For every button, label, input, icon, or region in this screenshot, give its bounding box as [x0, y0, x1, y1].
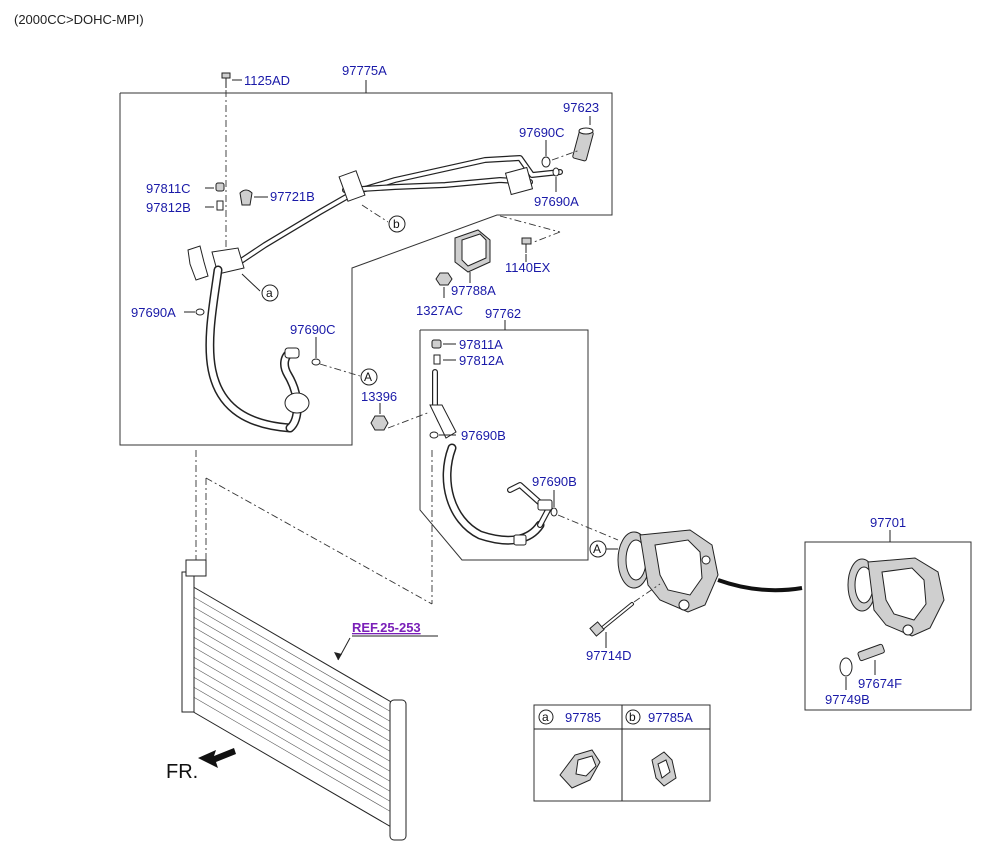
bracket-97785-icon: [559, 749, 601, 789]
label-97623[interactable]: 97623: [563, 100, 599, 115]
legend-a-badge: [538, 709, 554, 725]
bolt-97714D-icon: [589, 602, 634, 637]
o-ring-97749B-icon: [839, 657, 853, 677]
legend-b-letter: b: [629, 710, 636, 724]
label-13396[interactable]: 13396: [361, 389, 397, 404]
compressor-assembly-icon: [847, 557, 945, 637]
suction-hose: [205, 265, 310, 433]
callout-a[interactable]: [261, 284, 279, 302]
label-97690C-top[interactable]: 97690C: [519, 125, 565, 140]
label-97749B[interactable]: 97749B: [825, 692, 870, 707]
front-direction-label: FR.: [166, 761, 198, 783]
o-ring-97690B-a-icon: [429, 431, 439, 439]
callout-a-letter: a: [266, 286, 273, 300]
label-97690B-b[interactable]: 97690B: [532, 474, 577, 489]
callout-b[interactable]: [388, 215, 406, 233]
valve-97623-icon: [572, 127, 594, 162]
label-97811C[interactable]: 97811C: [146, 181, 191, 196]
bolt-1125AD-icon: [221, 72, 231, 88]
callout-A-upper[interactable]: [360, 368, 378, 386]
compressor-icon: [617, 529, 719, 613]
label-97690A-left[interactable]: 97690A: [131, 305, 176, 320]
condenser-icon: [181, 559, 407, 841]
o-ring-97690A-left-icon: [195, 308, 205, 316]
legend-table: a 97785 b 97785A: [533, 704, 711, 802]
label-97812A[interactable]: 97812A: [459, 353, 504, 368]
valve-core-97812A-icon: [433, 354, 441, 365]
label-97762[interactable]: 97762: [485, 306, 521, 321]
valve-core-97812B-icon: [216, 200, 224, 211]
o-ring-97690A-right-icon: [552, 167, 560, 177]
detail-box-97701: [804, 541, 972, 711]
legend-a-part[interactable]: 97785: [565, 710, 601, 725]
legend-a-letter: a: [542, 710, 549, 724]
discharge-hose: [429, 369, 553, 546]
ref-link-25-253[interactable]: REF.25-253: [352, 620, 421, 635]
label-97690B-a[interactable]: 97690B: [461, 428, 506, 443]
label-97721B[interactable]: 97721B: [270, 189, 315, 204]
engine-spec-text: (2000CC>DOHC-MPI): [14, 12, 144, 27]
cap-97811A-icon: [431, 339, 442, 349]
o-ring-97690B-b-icon: [550, 507, 558, 517]
legend-b-badge: [625, 709, 641, 725]
nut-1327AC-icon: [435, 272, 453, 286]
label-1125AD[interactable]: 1125AD: [244, 73, 290, 88]
sensor-97721B-icon: [239, 189, 253, 206]
o-ring-97690C-icon: [541, 156, 551, 168]
assembly-box-97762: [419, 329, 589, 561]
assembly-box-97775A: [119, 92, 613, 446]
detail-link-band: [717, 578, 803, 593]
cap-97811C-icon: [215, 182, 225, 192]
label-97714D[interactable]: 97714D: [586, 648, 632, 663]
suction-pipe: [232, 155, 563, 268]
bracket-97785A-icon: [651, 751, 677, 787]
nut-13396-icon: [370, 415, 389, 431]
o-ring-97690C-mid-icon: [311, 358, 321, 366]
relief-valve-97674F-icon: [857, 643, 885, 662]
callout-A-upper-letter: A: [364, 370, 372, 384]
label-1140EX[interactable]: 1140EX: [505, 260, 551, 275]
label-97775A[interactable]: 97775A: [342, 63, 387, 78]
bolt-1140EX-icon: [521, 237, 532, 253]
label-97690C-mid[interactable]: 97690C: [290, 322, 336, 337]
label-97812B[interactable]: 97812B: [146, 200, 191, 215]
legend-b-part[interactable]: 97785A: [648, 710, 693, 725]
label-97674F[interactable]: 97674F: [858, 676, 902, 691]
bracket-97788A-icon: [454, 229, 491, 273]
label-1327AC[interactable]: 1327AC: [416, 303, 463, 318]
label-97701[interactable]: 97701: [870, 515, 906, 530]
label-97690A-right[interactable]: 97690A: [534, 194, 579, 209]
front-arrow-icon: [198, 748, 236, 768]
label-97788A[interactable]: 97788A: [451, 283, 496, 298]
callout-A-lower-letter: A: [593, 542, 601, 556]
callout-b-letter: b: [393, 217, 400, 231]
label-97811A[interactable]: 97811A: [459, 337, 503, 352]
